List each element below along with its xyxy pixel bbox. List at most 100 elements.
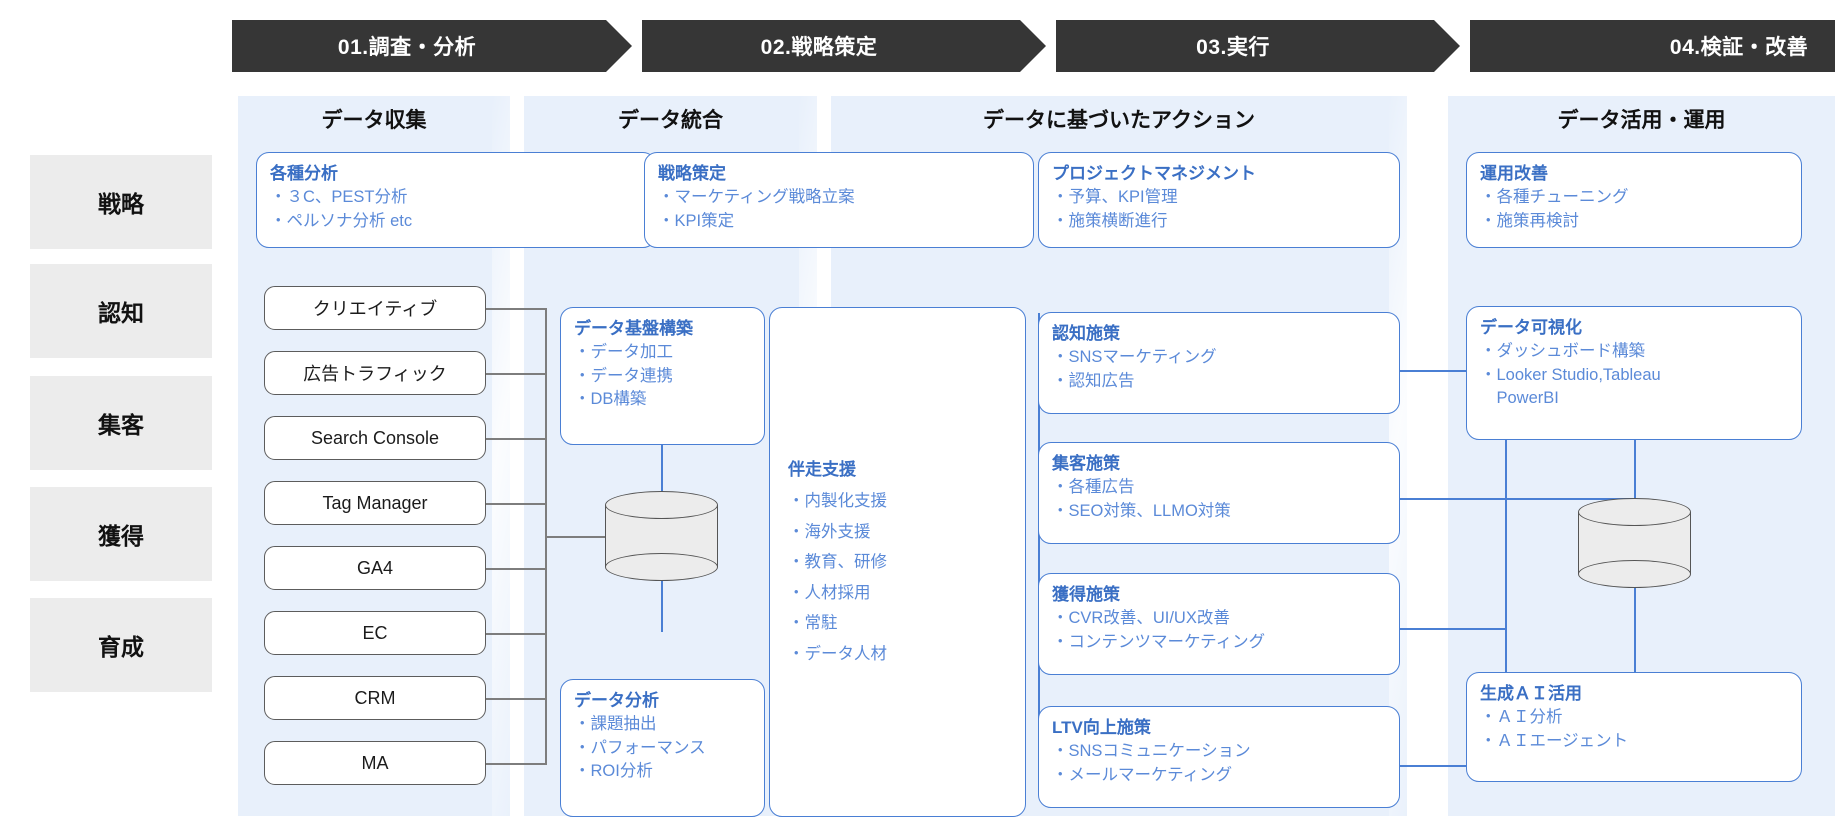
card-strategy-planning[interactable]: 戦略策定 ・マーケティング戦略立案 ・KPI策定 — [644, 152, 1034, 248]
card-strategy-planning-item-1: ・KPI策定 — [658, 211, 735, 230]
card-data-platform-item-2: ・DB構築 — [574, 389, 647, 408]
card-ltv-measures-item-0: ・SNSコミュニケーション — [1052, 742, 1251, 761]
source-chip-search-console-label: Search Console — [310, 427, 440, 448]
card-analysis-types-item-0: ・３C、PEST分析 — [270, 188, 408, 207]
card-awareness-measures[interactable]: 認知施策 ・SNSマーケティング ・認知広告 — [1038, 312, 1400, 414]
phase-chip-04[interactable]: 04.検証・改善 — [1470, 20, 1835, 72]
connector-chip-5 — [486, 568, 546, 570]
phase-banner: 01.調査・分析 02.戦略策定 03.実行 04.検証・改善 — [232, 20, 1835, 72]
connector-viz-to-db — [1634, 440, 1636, 500]
connector-chip-3 — [486, 438, 546, 440]
phase-label-04: 04.検証・改善 — [1669, 36, 1809, 59]
phase-chip-01[interactable]: 01.調査・分析 — [232, 20, 632, 72]
source-chip-ma[interactable]: MA — [264, 741, 486, 785]
connector-chip-1 — [486, 308, 546, 310]
card-ltv-measures-header: LTV向上施策 — [1052, 718, 1151, 737]
card-acquisition-measures[interactable]: 獲得施策 ・CVR改善、UI/UX改善 ・コンテンツマーケティング — [1038, 573, 1400, 675]
card-data-visualization-item-2: PowerBI — [1480, 388, 1559, 407]
connector-chip-8 — [486, 763, 546, 765]
connector-chip-4 — [486, 503, 546, 505]
phase-label-02: 02.戦略策定 — [760, 36, 878, 59]
connector-platform-to-db — [661, 444, 663, 492]
card-data-visualization-item-0: ・ダッシュボード構築 — [1480, 342, 1645, 361]
connector-col4-bus — [1505, 370, 1507, 767]
source-chip-crm-label: CRM — [354, 687, 396, 708]
connector-db-to-ai — [1634, 588, 1636, 672]
card-data-analysis-item-0: ・課題抽出 — [574, 715, 657, 734]
card-operations-improvement-item-1: ・施策再検討 — [1480, 211, 1579, 230]
card-data-platform-header: データ基盤構築 — [574, 319, 693, 338]
source-chip-ma-label: MA — [361, 752, 389, 773]
card-project-management[interactable]: プロジェクトマネジメント ・予算、KPI管理 ・施策横断進行 — [1038, 152, 1400, 248]
source-chip-ga4[interactable]: GA4 — [264, 546, 486, 590]
card-acquisition-measures-header: 獲得施策 — [1052, 585, 1120, 604]
database-cylinder-top — [605, 491, 718, 519]
database-cylinder-icon-2 — [1578, 498, 1691, 588]
card-generative-ai-item-0: ・ＡＩ分析 — [1480, 708, 1563, 727]
connector-acquisition-to-col4 — [1399, 628, 1507, 630]
card-awareness-measures-item-0: ・SNSマーケティング — [1052, 348, 1217, 367]
card-analysis-types-header: 各種分析 — [270, 164, 338, 183]
stage-text-traffic: 集客 — [98, 412, 144, 438]
source-chip-ec[interactable]: EC — [264, 611, 486, 655]
card-acquisition-measures-item-1: ・コンテンツマーケティング — [1052, 632, 1266, 651]
card-companion-support-item-2: ・教育、研修 — [788, 553, 887, 571]
card-traffic-measures-header: 集客施策 — [1052, 454, 1120, 473]
card-companion-support-item-0: ・内製化支援 — [788, 492, 887, 510]
card-data-analysis-header: データ分析 — [574, 691, 659, 710]
card-companion-support-item-3: ・人材採用 — [788, 583, 871, 602]
card-project-management-item-1: ・施策横断進行 — [1052, 211, 1168, 230]
card-data-platform-item-1: ・データ連携 — [574, 366, 673, 385]
source-chip-tag-manager-label: Tag Manager — [322, 492, 428, 513]
card-traffic-measures-item-0: ・各種広告 — [1052, 478, 1135, 497]
card-data-platform[interactable]: データ基盤構築 ・データ加工 ・データ連携 ・DB構築 — [560, 307, 765, 445]
phase-label-01: 01.調査・分析 — [337, 36, 477, 59]
phase-chip-03[interactable]: 03.実行 — [1056, 20, 1460, 72]
stage-label-awareness: 認知 — [30, 264, 212, 358]
card-project-management-header: プロジェクトマネジメント — [1052, 164, 1256, 183]
card-acquisition-measures-item-0: ・CVR改善、UI/UX改善 — [1052, 609, 1230, 628]
card-operations-improvement[interactable]: 運用改善 ・各種チューニング ・施策再検討 — [1466, 152, 1802, 248]
card-strategy-planning-header: 戦略策定 — [658, 164, 726, 183]
database-cylinder-icon — [605, 491, 718, 581]
source-chip-crm[interactable]: CRM — [264, 676, 486, 720]
card-data-analysis[interactable]: データ分析 ・課題抽出 ・パフォーマンス ・ROI分析 — [560, 679, 765, 817]
card-data-visualization-item-1: ・Looker Studio,Tableau — [1480, 365, 1661, 384]
source-chip-tag-manager[interactable]: Tag Manager — [264, 481, 486, 525]
card-companion-support-item-5: ・データ人材 — [788, 644, 887, 663]
card-analysis-types[interactable]: 各種分析 ・３C、PEST分析 ・ペルソナ分析 etc — [256, 152, 656, 248]
card-companion-support-item-1: ・海外支援 — [788, 522, 871, 541]
source-chip-ga4-label: GA4 — [356, 557, 394, 578]
card-data-analysis-item-1: ・パフォーマンス — [574, 738, 706, 757]
database-cylinder-bottom-2 — [1578, 560, 1691, 588]
column-title-data-integration: データ統合 — [618, 109, 723, 132]
source-chip-creative[interactable]: クリエイティブ — [264, 286, 486, 330]
card-ltv-measures[interactable]: LTV向上施策 ・SNSコミュニケーション ・メールマーケティング — [1038, 706, 1400, 808]
connector-chip-7 — [486, 698, 546, 700]
stage-text-strategy: 戦略 — [98, 191, 144, 217]
card-awareness-measures-item-1: ・認知広告 — [1052, 371, 1135, 390]
card-generative-ai[interactable]: 生成ＡＩ活用 ・ＡＩ分析 ・ＡＩエージェント — [1466, 672, 1802, 782]
card-traffic-measures[interactable]: 集客施策 ・各種広告 ・SEO対策、LLMO対策 — [1038, 442, 1400, 544]
source-chip-ad-traffic-label: 広告トラフィック — [303, 364, 447, 384]
source-chip-creative-label: クリエイティブ — [312, 299, 438, 319]
stage-label-strategy: 戦略 — [30, 155, 212, 249]
phase-chip-02[interactable]: 02.戦略策定 — [642, 20, 1046, 72]
connector-chip-6 — [486, 633, 546, 635]
stage-text-nurturing: 育成 — [98, 634, 144, 660]
connector-awareness-to-viz — [1399, 370, 1507, 372]
connector-action-bus — [1038, 313, 1040, 763]
connector-traffic-to-col4 — [1399, 498, 1507, 500]
source-chip-ad-traffic[interactable]: 広告トラフィック — [264, 351, 486, 395]
card-data-visualization[interactable]: データ可視化 ・ダッシュボード構築 ・Looker Studio,Tableau… — [1466, 306, 1802, 440]
card-companion-support[interactable]: 伴走支援 ・内製化支援 ・海外支援 ・教育、研修 ・人材採用 ・常駐 ・データ人… — [769, 307, 1026, 817]
connector-bus-to-db-col4 — [1505, 498, 1635, 500]
card-traffic-measures-item-1: ・SEO対策、LLMO対策 — [1052, 501, 1231, 520]
stage-text-awareness: 認知 — [98, 300, 144, 326]
source-chip-search-console[interactable]: Search Console — [264, 416, 486, 460]
source-chip-ec-label: EC — [362, 622, 388, 643]
stage-label-nurturing: 育成 — [30, 598, 212, 692]
connector-db-to-analysis — [661, 580, 663, 632]
connector-ltv-to-ai — [1399, 765, 1507, 767]
